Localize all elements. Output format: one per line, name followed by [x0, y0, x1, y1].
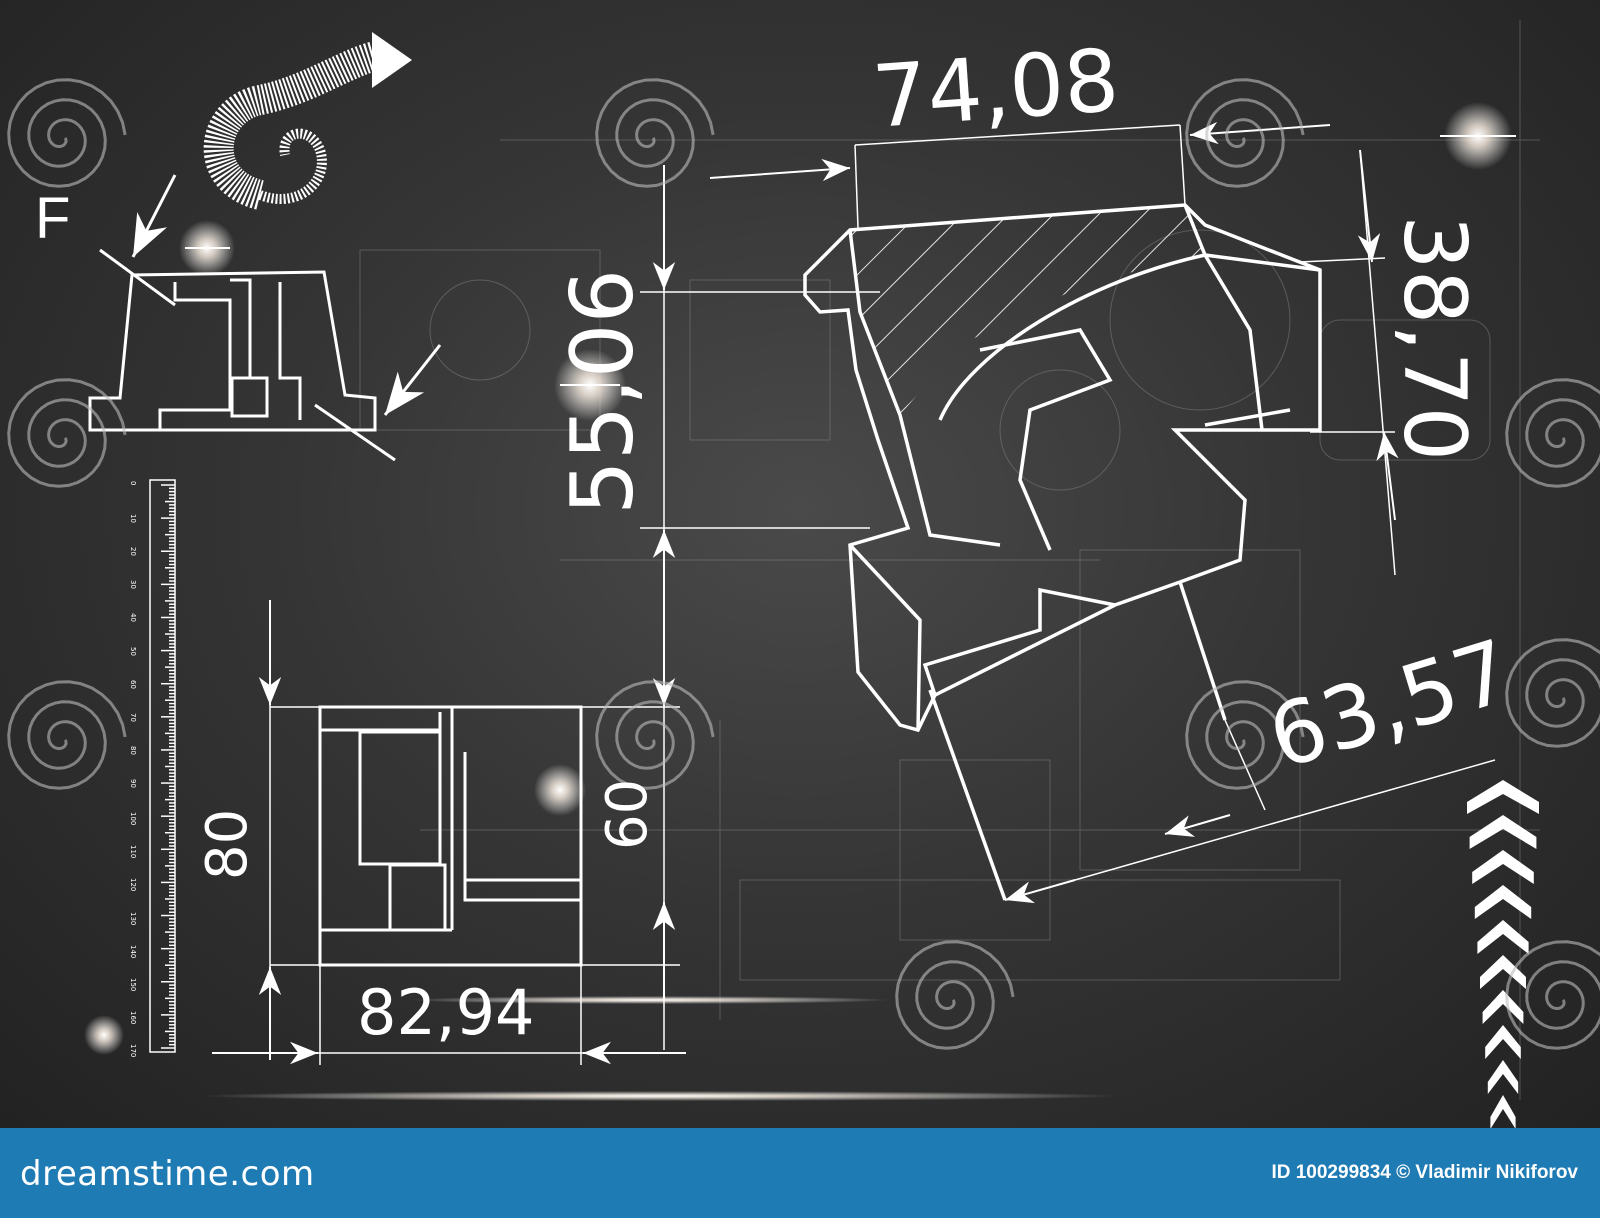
ruler-label: 130 [129, 911, 137, 925]
ruler-label: 60 [129, 679, 137, 689]
chevron-segment [1487, 1060, 1519, 1094]
chevron-segment [1474, 885, 1532, 919]
ruler-label: 50 [129, 646, 137, 656]
blueprint-drawing [7, 20, 1600, 1128]
ruler-label: 10 [129, 514, 137, 524]
chevron-arrow-icon [1467, 780, 1539, 1128]
watermark-spiral-icon [895, 940, 1015, 1050]
chevron-segment [1490, 1095, 1516, 1128]
image-credit: ID 100299834 © Vladimir Nikiforov [1271, 1162, 1578, 1183]
spiral-arrow-icon [203, 32, 412, 210]
footer-bar: dreamstime.com ID 100299834 © Vladimir N… [0, 1128, 1600, 1218]
main-part [803, 203, 1322, 901]
watermark-spiral-icon [7, 78, 127, 188]
ruler-label: 80 [129, 745, 137, 755]
ruler-label: 30 [129, 580, 137, 590]
watermark-spiral-icon [1185, 78, 1305, 188]
ruler-label: 140 [129, 944, 137, 959]
chevron-segment [1477, 920, 1529, 954]
ruler-label: 110 [129, 845, 137, 859]
ruler-label: 40 [129, 613, 137, 623]
ruler-label: 90 [129, 779, 137, 788]
ruler-label: 0 [129, 481, 137, 486]
ruler [149, 479, 176, 1053]
hatched-section [850, 205, 1205, 415]
watermark-spiral-icon [1505, 940, 1600, 1050]
watermark-spiral-icon [7, 680, 127, 790]
dimension-block-width: 82,94 [357, 976, 535, 1049]
watermark-spiral-icon [1505, 638, 1600, 748]
ruler-label: 100 [129, 812, 137, 826]
watermark-spiral-icon [595, 78, 715, 188]
chevron-segment [1482, 990, 1524, 1024]
ruler-label: 20 [129, 547, 137, 557]
brand-logo[interactable]: dreamstime.com [20, 1154, 315, 1194]
watermark-spiral-icon [1505, 378, 1600, 488]
block-part [212, 600, 686, 1065]
ruler-label: 120 [129, 878, 137, 892]
dimension-top-width: 74,08 [869, 30, 1123, 148]
chevron-segment [1467, 780, 1539, 814]
vertical-dimension-lines [640, 165, 880, 1050]
chevron-segment [1472, 850, 1534, 884]
light-streak [200, 996, 1120, 1101]
watermark-spiral-icon [1185, 680, 1305, 790]
dimension-left-height: 55,06 [553, 268, 653, 515]
chevron-segment [1485, 1025, 1521, 1059]
force-label: F [35, 186, 71, 251]
chevron-segment [1469, 815, 1537, 849]
watermark-spirals [7, 78, 1600, 1050]
bracket-part [88, 174, 442, 462]
dimension-block-height: 80 [195, 808, 260, 880]
ruler-label: 70 [129, 712, 137, 722]
ruler-label: 160 [129, 1010, 137, 1025]
lens-flares [84, 102, 1516, 1055]
dimension-block-inner-height: 60 [595, 778, 660, 850]
chevron-segment [1480, 955, 1526, 989]
dimension-right-height: 38,70 [1384, 215, 1484, 462]
ruler-label: 170 [129, 1044, 137, 1058]
background-drawing [359, 20, 1540, 1100]
watermark-spiral-icon [7, 378, 127, 488]
ruler-label: 150 [129, 977, 137, 992]
watermark-spiral-icon [595, 680, 715, 790]
